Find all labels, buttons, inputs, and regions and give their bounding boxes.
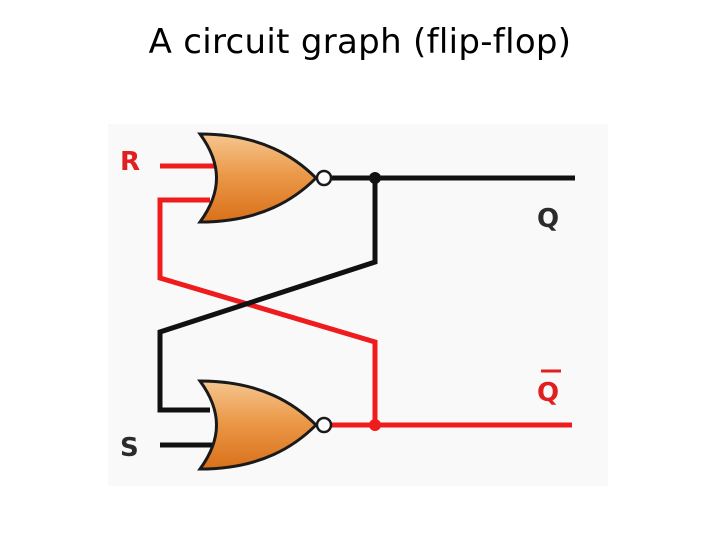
slide-title: A circuit graph (flip-flop) bbox=[148, 22, 572, 62]
bottom-nor-bubble bbox=[315, 416, 333, 434]
q-label: Q bbox=[537, 204, 559, 234]
q-bar-label: Q bbox=[537, 378, 559, 408]
q-junction-dot bbox=[369, 172, 381, 184]
q-bar-junction-dot bbox=[369, 419, 381, 431]
q-feedback-wire bbox=[157, 178, 378, 413]
top-nor-gate bbox=[197, 132, 333, 224]
bottom-nor-gate bbox=[197, 379, 333, 471]
top-nor-bubble bbox=[315, 169, 333, 187]
q-bar-feedback-wire bbox=[157, 197, 378, 425]
r-label: R bbox=[120, 147, 140, 177]
s-label: S bbox=[120, 433, 139, 463]
